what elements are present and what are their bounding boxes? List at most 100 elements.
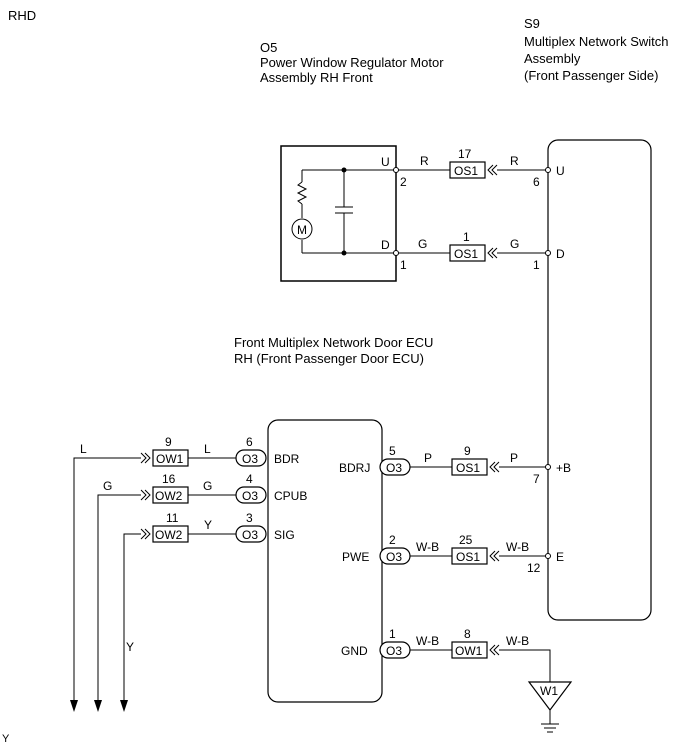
arrow-down-icon bbox=[70, 700, 78, 712]
ecu-name-line1: Front Multiplex Network Door ECU bbox=[234, 335, 433, 350]
connector-pin: 16 bbox=[162, 472, 176, 486]
switch-code: S9 bbox=[524, 16, 540, 31]
switch-terminal-label: E bbox=[556, 550, 564, 564]
connector-ow1 bbox=[152, 449, 189, 467]
connector-pin: 1 bbox=[463, 230, 470, 244]
connector-chevron-icon bbox=[140, 528, 151, 540]
connector-name: OS1 bbox=[456, 550, 480, 564]
ground-name: W1 bbox=[540, 684, 558, 698]
connector-os1 bbox=[451, 458, 488, 476]
connector-chevron-icon bbox=[489, 461, 500, 473]
switch-terminal-label: +B bbox=[556, 461, 571, 475]
motor-name-line1: Power Window Regulator Motor bbox=[260, 55, 444, 70]
connector-chevron-icon bbox=[489, 550, 500, 562]
wire-color: G bbox=[203, 479, 212, 493]
connector-name: O3 bbox=[242, 452, 258, 466]
junction-dot bbox=[341, 250, 347, 256]
ecu-terminal-label: GND bbox=[341, 644, 368, 658]
connector-pin: 11 bbox=[166, 511, 179, 525]
connector-pin: 25 bbox=[459, 533, 473, 547]
connector-ow2 bbox=[152, 486, 189, 504]
wire-color: W-B bbox=[506, 634, 529, 648]
motor-icon bbox=[291, 218, 313, 240]
switch-box bbox=[547, 139, 652, 621]
wire-color: W-B bbox=[506, 540, 529, 554]
connector-ow2 bbox=[152, 525, 189, 543]
vertical-wire-label: Y bbox=[126, 640, 134, 654]
motor-name-line2: Assembly RH Front bbox=[260, 70, 373, 85]
connector-name: O3 bbox=[386, 550, 402, 564]
connector-pin: 17 bbox=[458, 147, 472, 161]
ecu-pin-number: 1 bbox=[389, 627, 396, 641]
connector-pin: 9 bbox=[464, 444, 471, 458]
terminal-pin bbox=[393, 250, 399, 256]
wire-color: P bbox=[510, 451, 518, 465]
switch-pin-number: 7 bbox=[533, 472, 540, 486]
connector-name: O3 bbox=[386, 461, 402, 475]
wire-color: P bbox=[424, 451, 432, 465]
connector-name: OS1 bbox=[454, 164, 478, 178]
ecu-terminal-label: BDRJ bbox=[339, 461, 370, 475]
ecu-pin-number: 2 bbox=[389, 533, 396, 547]
ecu-terminal-label: PWE bbox=[342, 550, 369, 564]
connector-name: OS1 bbox=[456, 461, 480, 475]
terminal-pin bbox=[545, 167, 551, 173]
ecu-pin-number: 5 bbox=[389, 444, 396, 458]
connector-ow1 bbox=[451, 641, 488, 659]
arrow-down-icon bbox=[120, 700, 128, 712]
connector-name: O3 bbox=[386, 644, 402, 658]
terminal-pin bbox=[545, 553, 551, 559]
motor-terminal-label: D bbox=[381, 238, 390, 252]
wire-color: R bbox=[510, 154, 519, 168]
region-label: RHD bbox=[8, 8, 36, 23]
connector-os1 bbox=[449, 161, 486, 179]
connector-chevron-icon bbox=[489, 644, 500, 656]
connector-chevron-icon bbox=[140, 489, 151, 501]
wire-color: Y bbox=[204, 518, 212, 532]
connector-name: O3 bbox=[242, 489, 258, 503]
connector-name: OW2 bbox=[155, 528, 183, 542]
switch-name-line3: (Front Passenger Side) bbox=[524, 68, 658, 83]
switch-terminal-label: D bbox=[556, 247, 565, 261]
ecu-name-line2: RH (Front Passenger Door ECU) bbox=[234, 351, 424, 366]
terminal-pin bbox=[545, 250, 551, 256]
wire-color: R bbox=[420, 154, 429, 168]
ecu-pin-number: 3 bbox=[246, 511, 253, 525]
switch-name-line2: Assembly bbox=[524, 51, 581, 66]
ecu-terminal-label: CPUB bbox=[274, 489, 307, 503]
wire-color: L bbox=[80, 442, 87, 456]
ecu-terminal-label: SIG bbox=[274, 528, 295, 542]
terminal-pin bbox=[393, 167, 399, 173]
connector-name: OS1 bbox=[454, 247, 478, 261]
wire-color: G bbox=[510, 237, 519, 251]
connector-name: OW1 bbox=[455, 644, 483, 658]
wire-color: L bbox=[204, 442, 211, 456]
connector-name: O3 bbox=[242, 528, 258, 542]
switch-name-line1: Multiplex Network Switch bbox=[524, 34, 669, 49]
connector-name: OW2 bbox=[155, 489, 183, 503]
connector-os1 bbox=[449, 244, 486, 262]
resistor-icon bbox=[296, 181, 308, 205]
ground-triangle bbox=[527, 681, 573, 711]
motor-pin-number: 1 bbox=[400, 258, 407, 272]
motor-terminal-label: U bbox=[381, 155, 390, 169]
switch-pin-number: 1 bbox=[533, 258, 540, 272]
motor-code: O5 bbox=[260, 40, 277, 55]
wire-color: G bbox=[103, 479, 112, 493]
ecu-terminal-label: BDR bbox=[274, 452, 300, 466]
ecu-pin-number: 6 bbox=[246, 435, 253, 449]
wire-color: W-B bbox=[416, 540, 439, 554]
connector-chevron-icon bbox=[140, 452, 151, 464]
connector-os1 bbox=[451, 547, 488, 565]
motor-symbol: M bbox=[297, 223, 307, 237]
wire-color: W-B bbox=[416, 634, 439, 648]
bottom-marker: Y bbox=[2, 733, 10, 745]
arrow-down-icon bbox=[94, 700, 102, 712]
connector-pin: 9 bbox=[165, 435, 172, 449]
motor-pin-number: 2 bbox=[400, 175, 407, 189]
terminal-pin bbox=[545, 464, 551, 470]
connector-name: OW1 bbox=[156, 452, 184, 466]
connector-chevron-icon bbox=[487, 247, 498, 259]
junction-dot bbox=[341, 167, 347, 173]
